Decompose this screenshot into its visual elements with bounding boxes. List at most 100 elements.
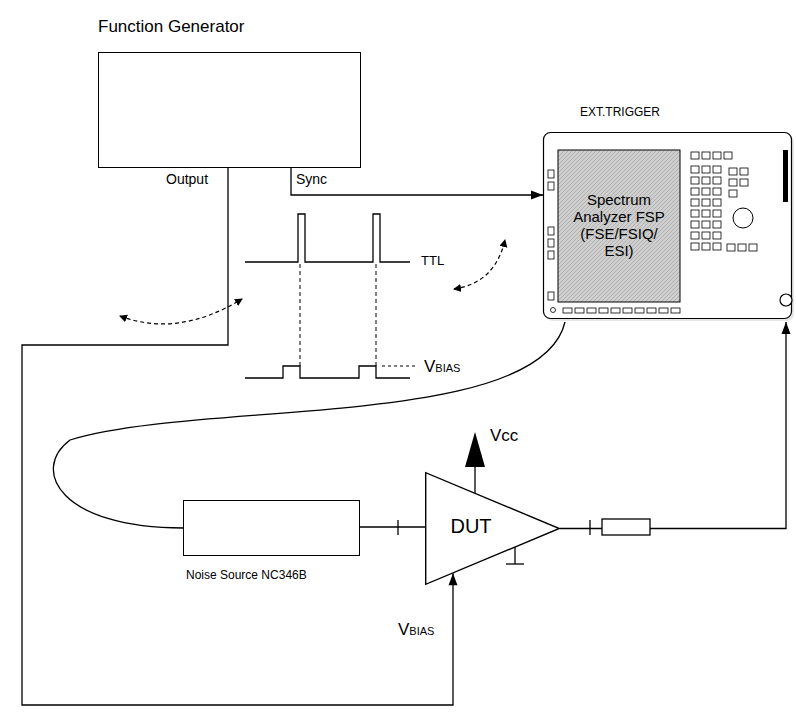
box-label: DUT — [425, 515, 517, 538]
key-button — [702, 232, 710, 239]
bias-level-line — [382, 366, 418, 367]
signal-name: VBIAS — [424, 357, 460, 377]
bias-waveform — [245, 366, 410, 378]
key-button — [702, 188, 710, 195]
softkey — [548, 292, 554, 300]
connector-line — [53, 322, 565, 528]
key-button — [740, 179, 748, 186]
key-button — [724, 152, 732, 159]
connector-line — [22, 168, 453, 705]
signal-name: VBIAS — [398, 620, 434, 640]
key-button — [713, 221, 721, 228]
key-button — [702, 210, 710, 217]
key-button — [691, 188, 699, 195]
softkey — [635, 308, 644, 313]
timing-line — [376, 264, 377, 366]
connector — [22, 168, 458, 705]
key-button — [729, 190, 737, 197]
key-button — [702, 243, 710, 250]
key-button — [702, 166, 710, 173]
supply-arrowhead — [465, 432, 485, 467]
key-button — [702, 177, 710, 184]
amplifier-symbol: DUT — [425, 472, 560, 585]
noise-source-box: Noise Source NC346B — [183, 500, 360, 556]
box-heading: Noise Source NC346B — [186, 569, 307, 583]
key-button — [749, 244, 757, 251]
key-button — [691, 166, 699, 173]
spectrum-analyzer: Spectrum Analyzer FSP (FSE/FSIQ/ ESI) — [543, 132, 795, 322]
softkey — [671, 308, 680, 313]
key-button — [738, 244, 746, 251]
port-label: EXT.TRIGGER — [580, 106, 660, 120]
ttl-waveform — [245, 214, 410, 262]
softkey — [659, 308, 668, 313]
port-label: Vcc — [490, 426, 518, 446]
amplifier-triangle — [426, 473, 560, 585]
key-button — [702, 152, 710, 159]
key-button — [691, 232, 699, 239]
box-heading: Function Generator — [98, 17, 244, 37]
ground-bar — [506, 563, 524, 564]
key-button — [729, 179, 737, 186]
softkey — [548, 182, 554, 190]
softkey — [647, 308, 656, 313]
amplifier-outline — [425, 472, 560, 585]
ground-stem — [514, 547, 515, 564]
connector-line — [560, 322, 786, 529]
softkey — [611, 308, 620, 313]
softkey — [563, 308, 572, 313]
key-button — [729, 168, 737, 175]
key-button — [691, 152, 699, 159]
supply-stem — [474, 466, 475, 493]
connector — [360, 527, 425, 528]
port-label: Sync — [296, 171, 327, 187]
arrowhead — [531, 191, 543, 200]
key-button — [713, 166, 721, 173]
analyzer-screen — [558, 150, 680, 302]
softkey — [623, 308, 632, 313]
key-button — [713, 199, 721, 206]
key-button — [713, 177, 721, 184]
softkey — [548, 239, 554, 247]
key-button — [713, 152, 721, 159]
arrowhead — [782, 322, 791, 334]
port-label: TTL — [421, 254, 444, 269]
instrument-box: Function Generator — [98, 52, 361, 168]
connector-line — [360, 526, 425, 527]
connector-tick — [589, 520, 590, 535]
softkey — [548, 251, 554, 259]
handle-bar — [783, 150, 788, 202]
key-button — [691, 210, 699, 217]
port-label: Output — [166, 171, 208, 187]
softkey — [575, 308, 584, 313]
box-label: Spectrum Analyzer FSP (FSE/FSIQ/ ESI) — [569, 192, 669, 260]
connector-tick — [397, 520, 398, 535]
rotary-knob — [733, 208, 753, 228]
key-button — [702, 199, 710, 206]
connector — [560, 322, 791, 529]
connector — [291, 168, 543, 200]
key-button — [691, 199, 699, 206]
key-button — [691, 243, 699, 250]
key-button — [691, 177, 699, 184]
softkey — [587, 308, 596, 313]
connector — [53, 322, 565, 528]
key-button — [691, 221, 699, 228]
key-button — [713, 188, 721, 195]
timing-line — [300, 264, 301, 366]
screen-text-area: Spectrum Analyzer FSP (FSE/FSIQ/ ESI) — [558, 150, 680, 302]
key-button — [727, 244, 735, 251]
key-button — [702, 221, 710, 228]
key-button — [740, 168, 748, 175]
key-button — [713, 210, 721, 217]
correspondence-arrow — [120, 299, 242, 324]
softkey — [548, 170, 554, 178]
connector-line — [291, 168, 543, 195]
correspondence-arrow — [454, 240, 505, 289]
softkey — [599, 308, 608, 313]
power-switch — [551, 308, 556, 313]
arrowhead — [449, 573, 458, 585]
attenuator-symbol — [602, 519, 650, 535]
softkey — [548, 227, 554, 235]
